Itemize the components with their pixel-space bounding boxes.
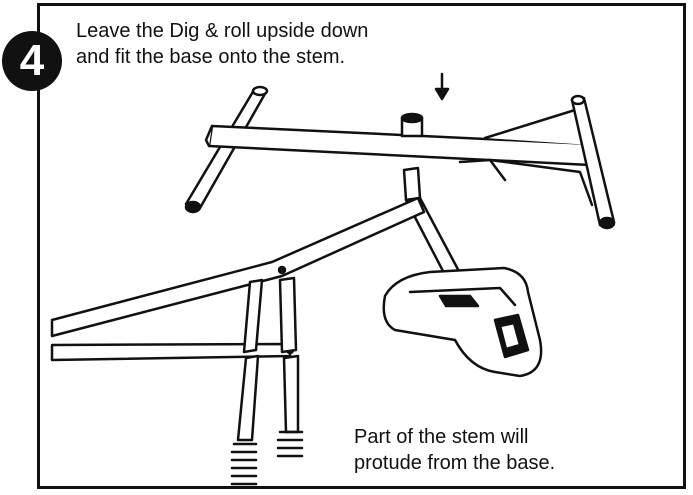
legs	[236, 276, 300, 442]
stem-collar	[400, 112, 424, 138]
note-text: Part of the stem will protude from the b…	[354, 424, 555, 476]
note-line-2: protude from the base.	[354, 452, 556, 474]
instruction-line-2: and fit the base onto the stem.	[76, 46, 346, 68]
instruction-line-1: Leave the Dig & roll upside down	[76, 20, 369, 42]
frame-bars	[50, 196, 426, 362]
handlebar	[184, 85, 616, 230]
base-piece	[382, 266, 543, 378]
leg-springs	[230, 430, 304, 486]
step-number-badge: 4	[2, 31, 62, 91]
step-panel-frame	[37, 3, 686, 489]
instruction-text: Leave the Dig & roll upside down and fit…	[76, 18, 368, 70]
note-line-1: Part of the stem will	[354, 426, 529, 448]
down-arrow-icon	[434, 72, 450, 101]
